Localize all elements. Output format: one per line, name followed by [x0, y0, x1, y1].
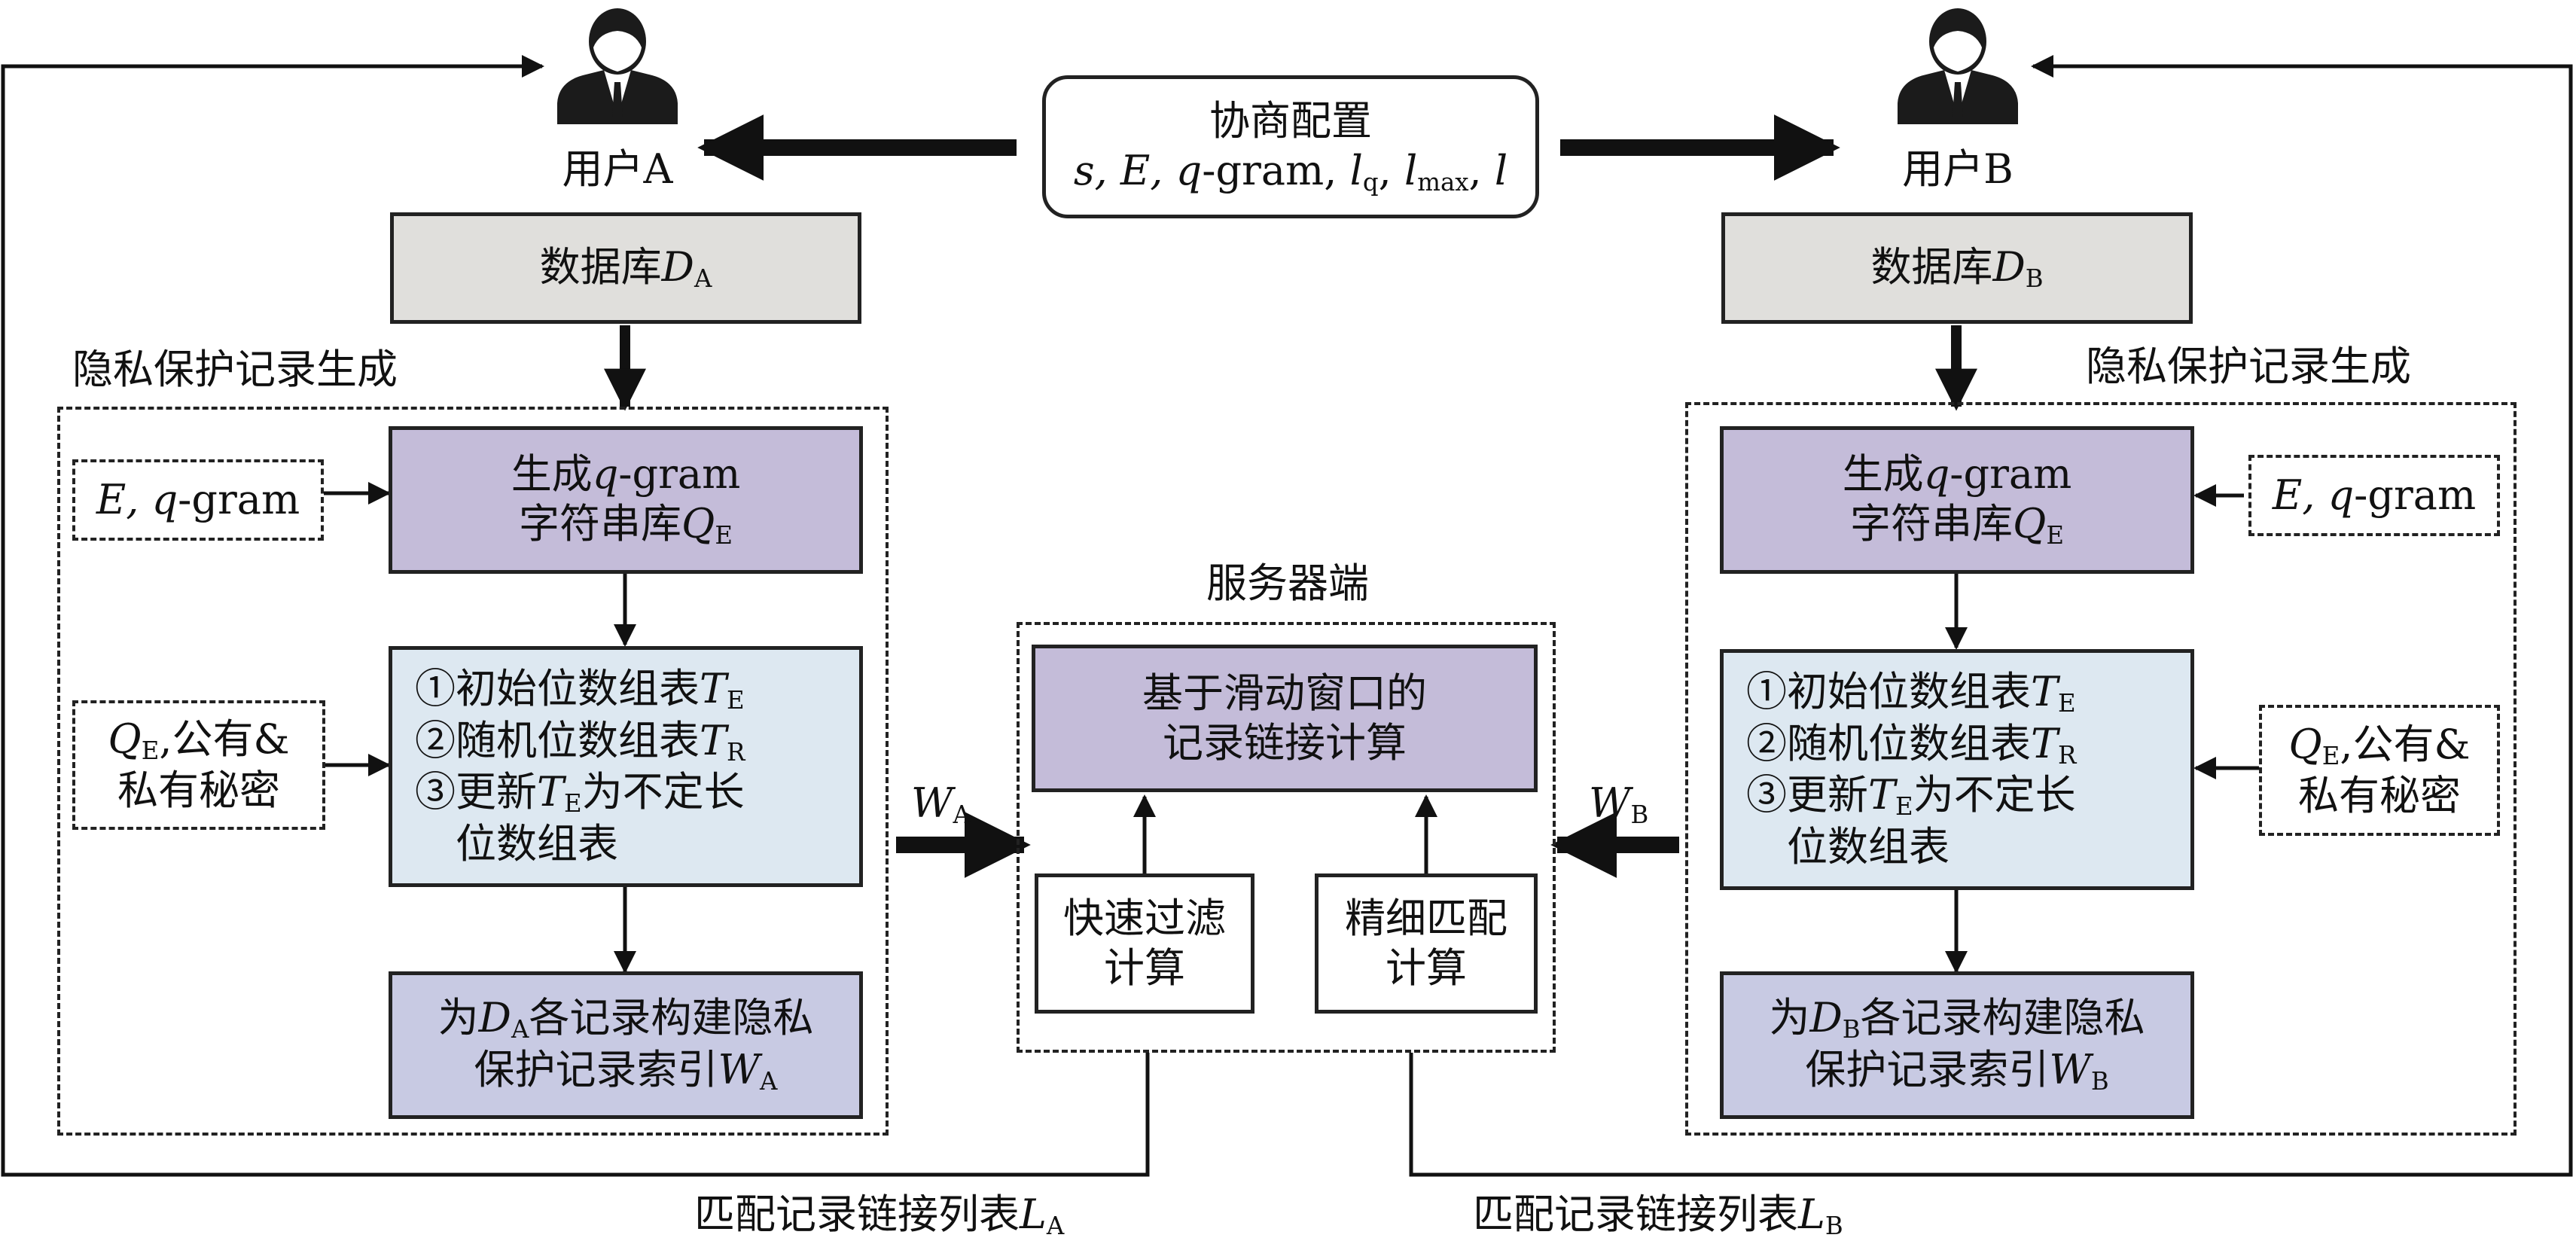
index-b-line1: 为DB各记录构建隐私: [1769, 994, 2145, 1044]
database-a-box: 数据库DA: [390, 212, 861, 324]
input-secret-b-line2: 私有秘密: [2298, 772, 2461, 820]
fast-filter-line2: 计算: [1104, 944, 1185, 992]
database-b-label: 数据库DB: [1870, 242, 2044, 293]
gen-qgram-b-box: 生成q-gram 字符串库QE: [1720, 426, 2194, 574]
index-b-line2: 保护记录索引WB: [1805, 1046, 2109, 1096]
index-a-line2: 保护记录索引WA: [474, 1046, 778, 1096]
steps-a-line4: 位数组表: [456, 820, 618, 867]
fast-filter-box: 快速过滤 计算: [1035, 873, 1254, 1014]
database-b-box: 数据库DB: [1721, 212, 2193, 324]
input-eqgram-b-label: E, q-gram: [2272, 471, 2477, 520]
input-secret-a-box: QE,公有& 私有秘密: [72, 700, 325, 830]
result-lb-label: 匹配记录链接列表LB: [1473, 1191, 1843, 1241]
wa-label: WA: [911, 779, 971, 830]
steps-a-box: ①初始位数组表TE ②随机位数组表TR ③更新TE为不定长 位数组表: [389, 646, 863, 887]
region-b-title: 隐私保护记录生成: [2086, 343, 2411, 390]
negotiation-title: 协商配置: [1209, 96, 1372, 145]
gen-qgram-a-line1: 生成q-gram: [511, 450, 741, 498]
fast-filter-line1: 快速过滤: [1063, 895, 1226, 943]
user-a-label: 用户A: [562, 145, 673, 193]
user-a-icon: [557, 8, 678, 124]
fine-match-line2: 计算: [1386, 944, 1467, 992]
input-secret-b-line1: QE,公有&: [2288, 720, 2471, 770]
steps-a-line1: ①初始位数组表TE: [415, 665, 745, 715]
negotiation-config-box: 协商配置 s, E, q-gram, lq, lmax, l: [1042, 75, 1539, 218]
fine-match-box: 精细匹配 计算: [1315, 873, 1538, 1014]
index-a-box: 为DA各记录构建隐私 保护记录索引WA: [389, 971, 863, 1119]
input-secret-a-line2: 私有秘密: [117, 767, 280, 815]
input-secret-a-line1: QE,公有&: [108, 715, 290, 765]
user-b-label: 用户B: [1902, 145, 2014, 193]
feedback-line-b: [1409, 55, 2573, 1177]
gen-qgram-b-line2: 字符串库QE: [1850, 499, 2064, 550]
wb-label: WB: [1589, 779, 1649, 830]
input-eqgram-b-box: E, q-gram: [2248, 455, 2500, 536]
negotiation-params: s, E, q-gram, lq, lmax, l: [1073, 146, 1508, 197]
server-compute-box: 基于滑动窗口的 记录链接计算: [1032, 645, 1538, 792]
steps-b-box: ①初始位数组表TE ②随机位数组表TR ③更新TE为不定长 位数组表: [1720, 649, 2194, 890]
gen-qgram-a-box: 生成q-gram 字符串库QE: [389, 426, 863, 574]
server-compute-line1: 基于滑动窗口的: [1142, 669, 1427, 718]
input-eqgram-a-label: E, q-gram: [96, 476, 300, 524]
privacy-region-b: [1685, 402, 2517, 1136]
result-la-label: 匹配记录链接列表LA: [694, 1191, 1065, 1241]
server-region: [1017, 622, 1556, 1053]
gen-qgram-b-line1: 生成q-gram: [1842, 450, 2072, 498]
feedback-line-a: [1, 55, 1150, 1177]
steps-a-line3: ③更新TE为不定长: [415, 768, 745, 819]
region-a-title: 隐私保护记录生成: [72, 346, 398, 393]
user-b-icon: [1898, 8, 2018, 124]
input-eqgram-a-box: E, q-gram: [72, 459, 324, 541]
input-secret-b-box: QE,公有& 私有秘密: [2259, 705, 2500, 836]
privacy-region-a: [57, 407, 889, 1136]
server-title: 服务器端: [1206, 559, 1369, 607]
steps-b-line4: 位数组表: [1787, 823, 1950, 870]
gen-qgram-a-line2: 字符串库QE: [519, 499, 733, 550]
steps-b-line3: ③更新TE为不定长: [1746, 771, 2076, 822]
index-b-box: 为DB各记录构建隐私 保护记录索引WB: [1720, 971, 2194, 1119]
server-compute-line2: 记录链接计算: [1163, 719, 1407, 767]
steps-a-line2: ②随机位数组表TR: [415, 716, 745, 767]
database-a-label: 数据库DA: [539, 242, 712, 293]
steps-b-line1: ①初始位数组表TE: [1746, 668, 2076, 718]
index-a-line1: 为DA各记录构建隐私: [437, 994, 814, 1044]
fine-match-line1: 精细匹配: [1345, 895, 1507, 943]
steps-b-line2: ②随机位数组表TR: [1746, 719, 2077, 770]
